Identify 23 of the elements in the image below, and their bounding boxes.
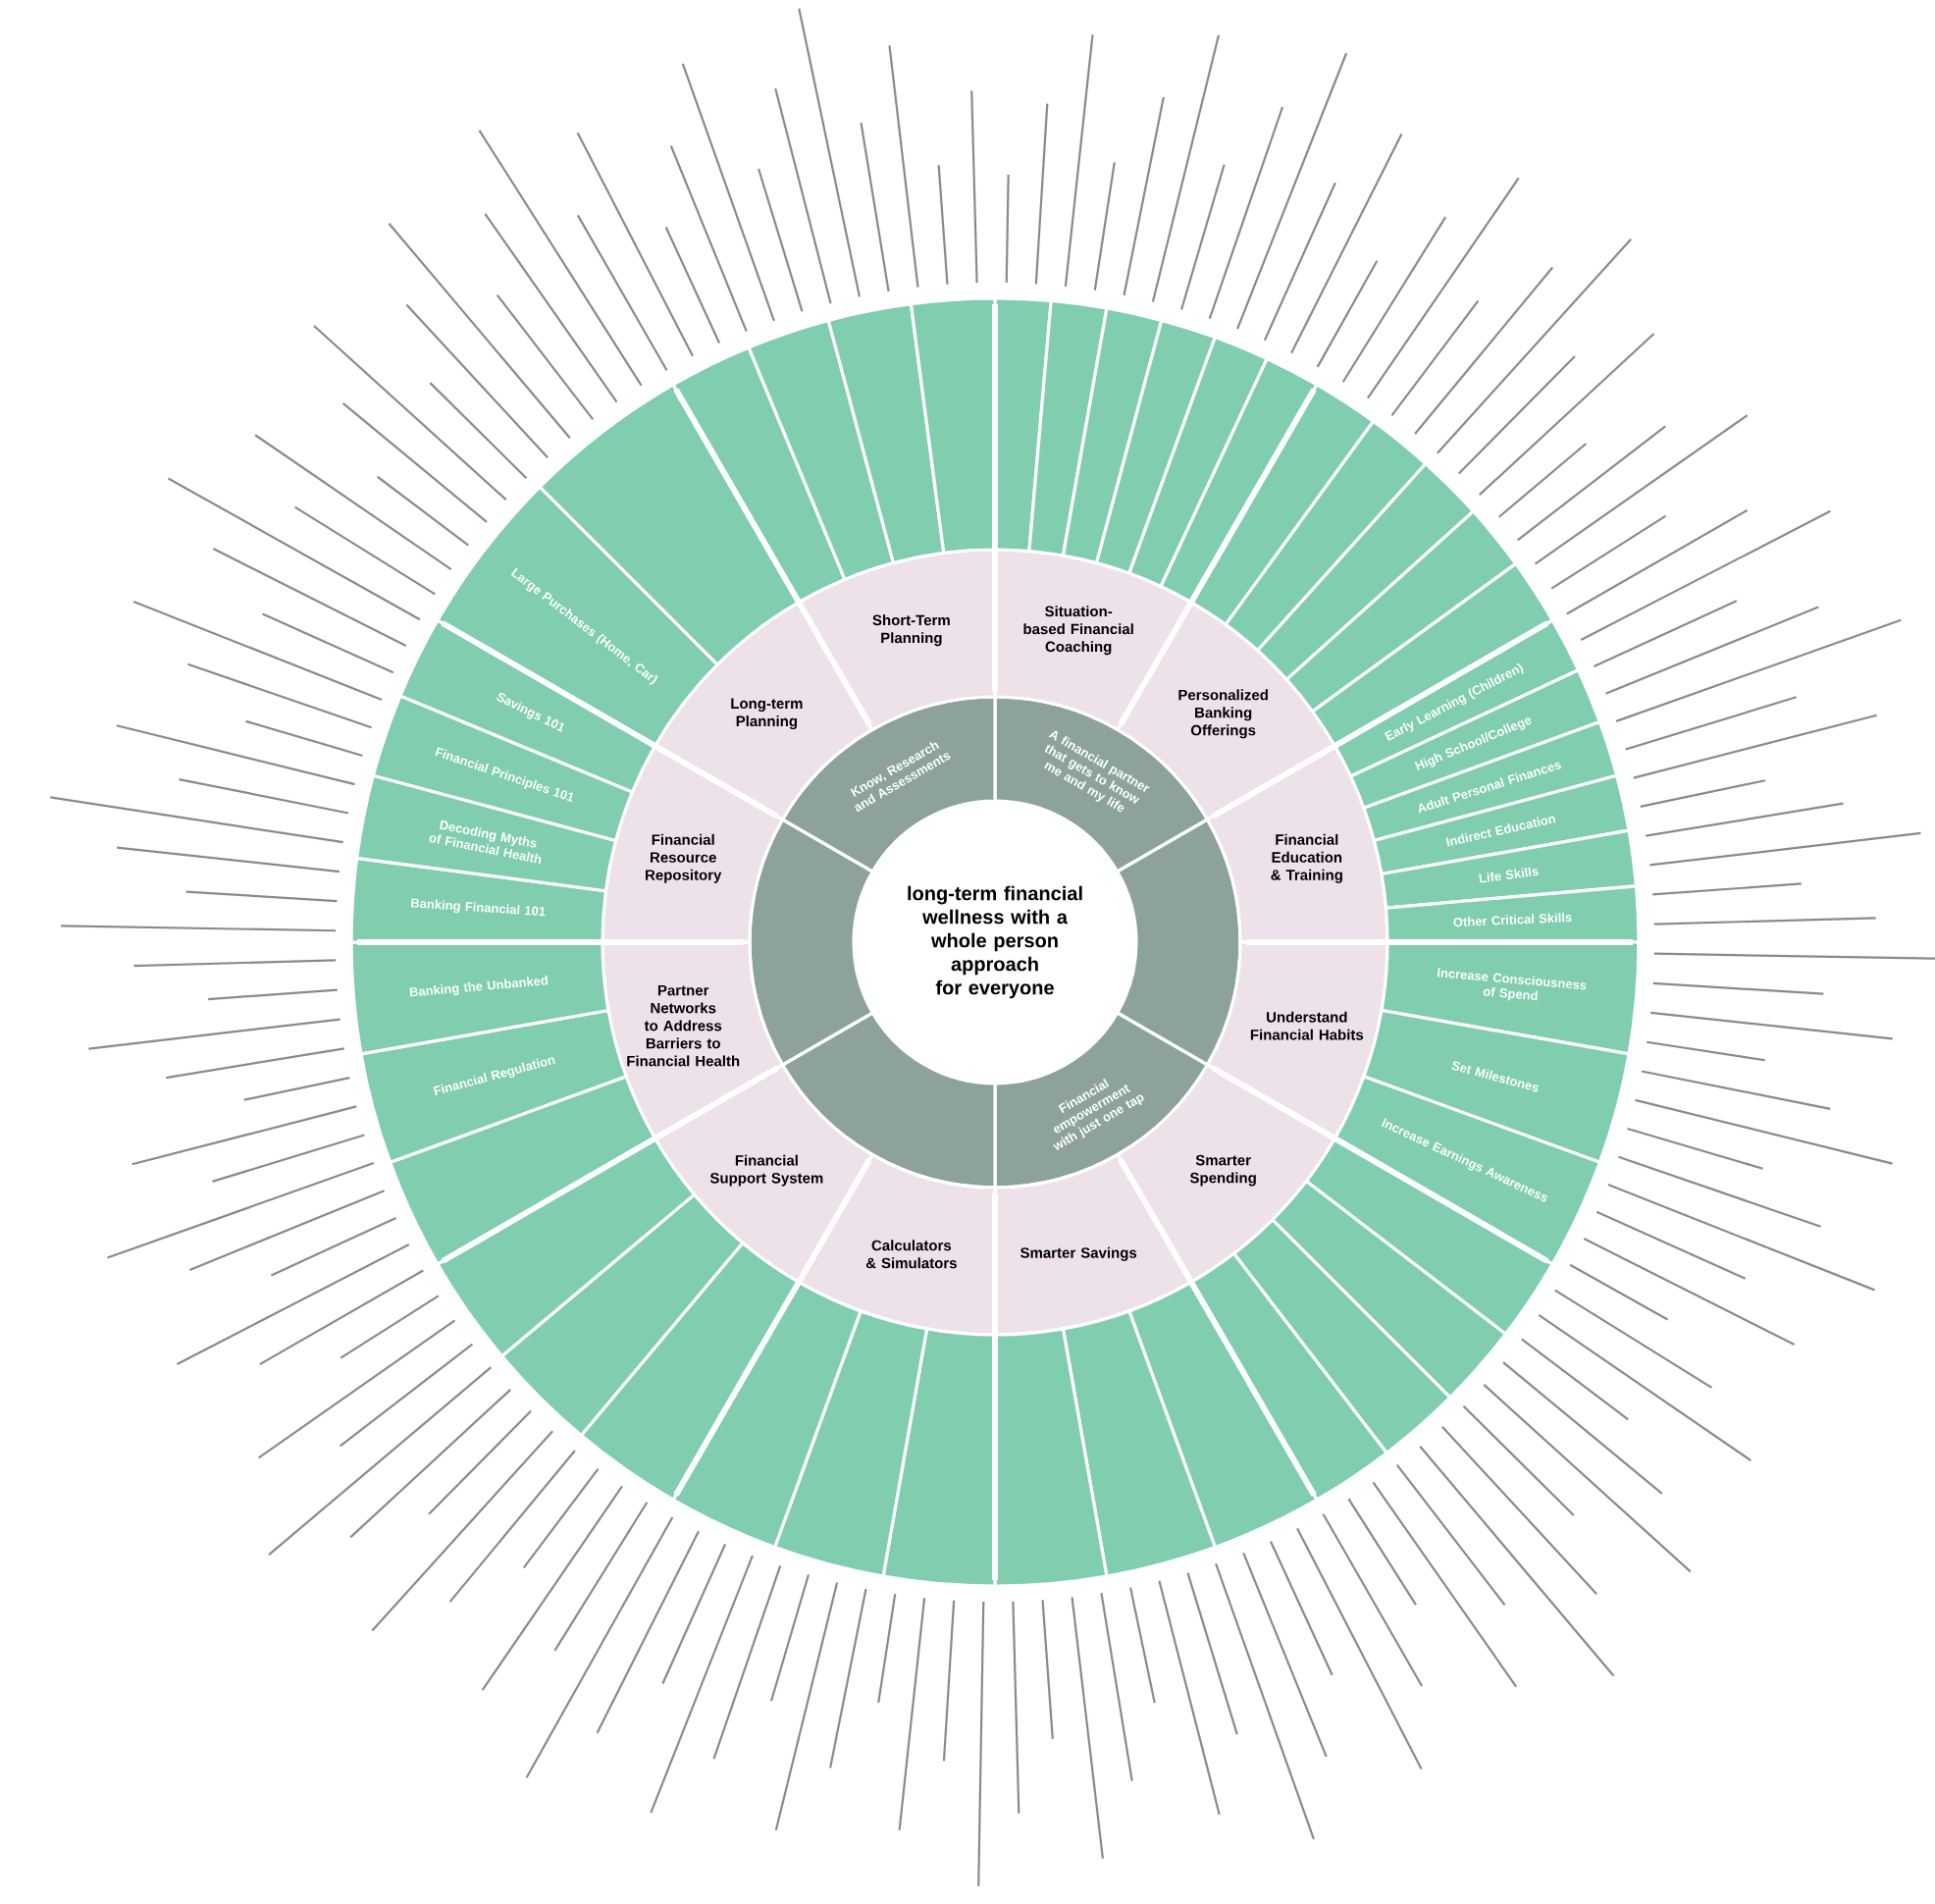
- ring-segment: [538, 383, 801, 666]
- ring-segment: [881, 1327, 997, 1588]
- ring-segment: [1027, 298, 1109, 557]
- ring-segment: [1127, 335, 1269, 589]
- ring-segment: [1116, 818, 1242, 1067]
- ring-segment: [499, 1192, 745, 1438]
- ring-segment: [747, 318, 896, 582]
- ring-segment: [1224, 419, 1428, 653]
- ring-segment: [773, 1309, 929, 1578]
- ring-segment: [993, 1327, 1109, 1588]
- ring-segment: [826, 302, 946, 565]
- ring-segment: [909, 296, 997, 555]
- ring-segment: [1094, 318, 1217, 575]
- ring-segment: [579, 1241, 801, 1502]
- ring-segment: [1061, 1309, 1217, 1578]
- ring-segment: [1061, 306, 1164, 565]
- ring-segment: [671, 1280, 863, 1550]
- ring-segment: [436, 1137, 697, 1358]
- ring-segment: [1127, 1280, 1319, 1550]
- ring-segment: [1231, 1218, 1452, 1454]
- ring-segment: [1159, 356, 1319, 605]
- ring-segment: [748, 818, 874, 1067]
- ring-segment: [1189, 1251, 1388, 1502]
